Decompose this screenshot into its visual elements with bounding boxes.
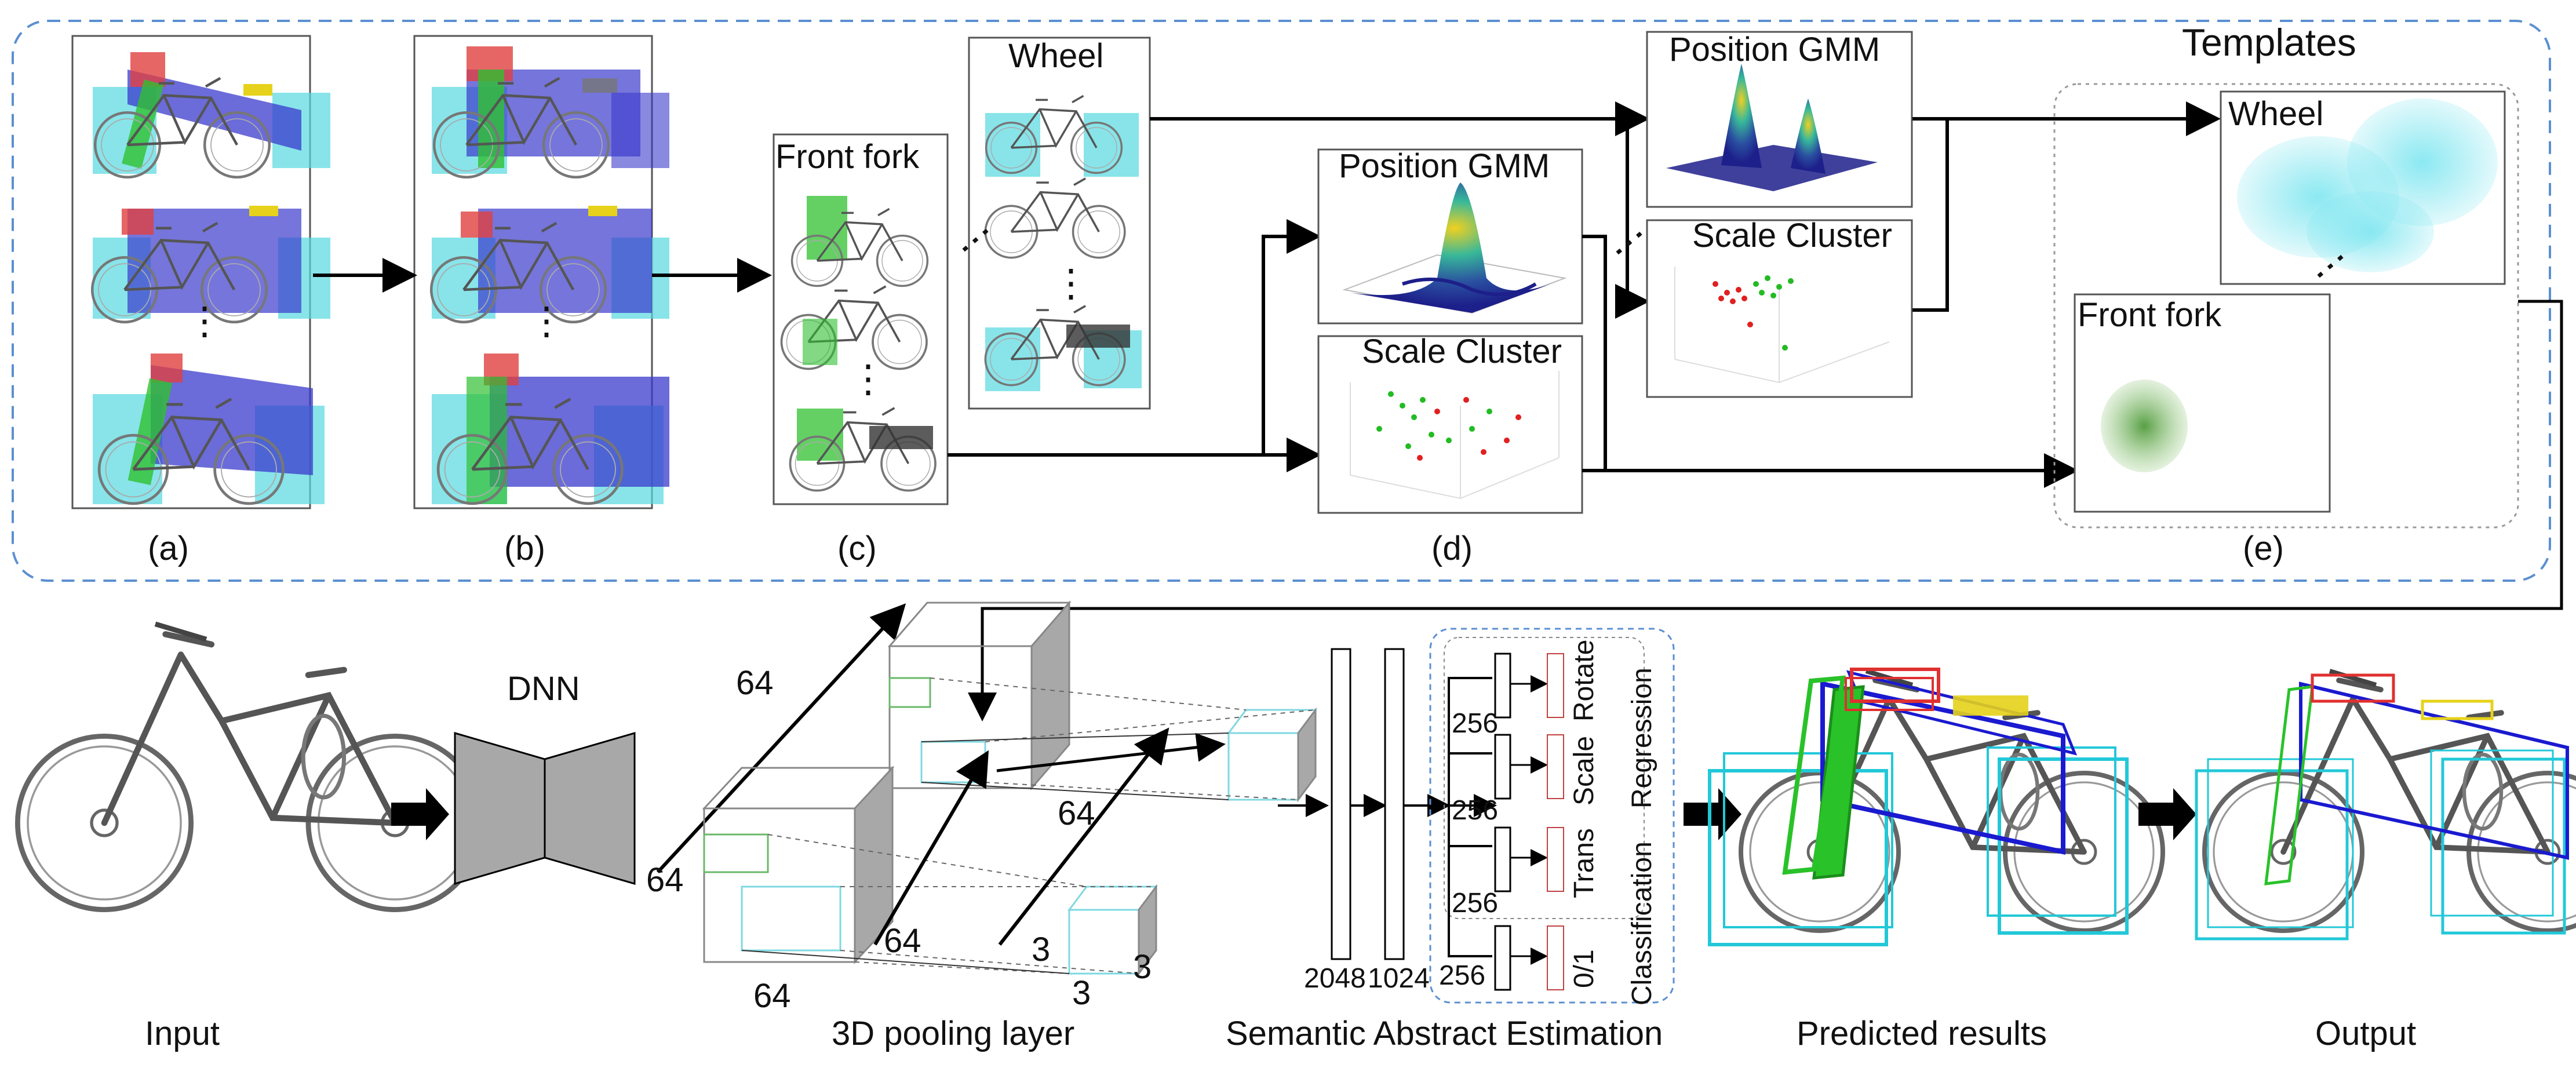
scale-dots-upper	[1713, 275, 1794, 351]
label-position-gmm-upper: Position GMM	[1669, 31, 1881, 68]
fc-size-1024: 1024	[1368, 963, 1430, 994]
panel-d-scale-cluster	[1317, 335, 1583, 514]
ellipsis-b: ⋮	[527, 299, 566, 342]
branch-256-b: 256	[1452, 795, 1499, 826]
ellipsis-a: ⋮	[185, 299, 224, 342]
arrow-dnn-to-pool	[656, 603, 906, 874]
group-regression: Regression	[1627, 668, 1657, 808]
dim-64-e: 64	[753, 977, 791, 1015]
caption-a: (a)	[148, 530, 189, 567]
label-front-fork-c: Front fork	[775, 138, 920, 176]
arrow-d-wheel-to-template	[1912, 117, 1949, 312]
panel-d-wheel-position-gmm	[1646, 31, 1913, 208]
label-scale-cluster-upper: Scale Cluster	[1692, 217, 1892, 254]
label-dnn: DNN	[507, 670, 580, 708]
label-position-gmm-lower: Position GMM	[1339, 147, 1550, 185]
branch-256-a: 256	[1452, 708, 1499, 739]
dim-64-a: 64	[736, 664, 774, 702]
dim-64-c: 64	[1058, 795, 1095, 832]
label-3d-pooling: 3D pooling layer	[832, 1015, 1075, 1052]
scale-dots-lower	[1376, 391, 1521, 461]
template-wheel-label: Wheel	[2228, 95, 2324, 133]
label-scale-cluster-lower: Scale Cluster	[1362, 333, 1562, 370]
caption-c: (c)	[837, 530, 877, 567]
head-trans: Trans	[1569, 828, 1599, 898]
dim-64-b: 64	[646, 861, 684, 899]
panel-d-wheel-scale-cluster	[1646, 219, 1913, 398]
label-predicted-results: Predicted results	[1797, 1015, 2047, 1052]
head-scale: Scale	[1569, 735, 1599, 806]
pooling-volumes	[702, 600, 1317, 976]
head-binary: 0/1	[1569, 949, 1599, 988]
arrow-heads-to-predicted	[1684, 788, 1741, 840]
label-input: Input	[145, 1015, 220, 1052]
panel-d-position-gmm	[1317, 148, 1583, 325]
templates-panel	[2053, 83, 2519, 529]
branch-256-d: 256	[1439, 960, 1486, 991]
dim-64-d: 64	[884, 922, 921, 960]
dim-3-a: 3	[1032, 931, 1051, 968]
panel-a	[71, 35, 330, 509]
predicted-bicycle-image	[1708, 668, 2163, 946]
arrow-c-to-d-position	[948, 219, 1321, 457]
caption-e: (e)	[2243, 530, 2284, 567]
fc-layers	[1278, 648, 1451, 960]
group-classification: Classification	[1627, 841, 1657, 1005]
arrow-predicted-to-output	[2138, 788, 2196, 840]
branch-256-c: 256	[1452, 888, 1499, 919]
ellipsis-c-fork: ⋮	[849, 357, 887, 400]
caption-b: (b)	[504, 530, 545, 567]
arrow-input-to-dnn	[391, 788, 449, 840]
dim-3-b: 3	[1072, 974, 1091, 1012]
template-front-fork-label: Front fork	[2078, 296, 2222, 334]
dim-3-c: 3	[1133, 948, 1152, 986]
arrow-wheel-to-scale	[1150, 117, 1650, 319]
templates-title: Templates	[2182, 21, 2356, 64]
output-bicycle-image	[2195, 671, 2576, 941]
arrow-pool-to-trans	[873, 750, 989, 946]
label-semantic-abstract-estimation: Semantic Abstract Estimation	[1226, 1015, 1663, 1052]
panel-c-front-fork	[773, 133, 949, 505]
arrow-d-fork-to-template	[1582, 235, 2079, 488]
ellipsis-c-wheel: ⋮	[1052, 261, 1090, 304]
estimation-heads	[1429, 628, 1675, 1004]
label-wheel-c: Wheel	[1008, 37, 1104, 75]
label-output: Output	[2315, 1015, 2417, 1052]
arrow-templates-to-pooling	[968, 300, 2563, 721]
input-bicycle-image	[17, 624, 482, 910]
arrow-pool-inner	[998, 727, 1169, 946]
top-panel-frame	[12, 20, 2551, 582]
arrow-pool-upper	[996, 732, 1226, 772]
fc-size-2048: 2048	[1304, 963, 1366, 994]
dnn-block	[454, 732, 636, 885]
panel-b	[413, 35, 669, 509]
caption-d: (d)	[1431, 530, 1473, 567]
head-rotate: Rotate	[1569, 639, 1599, 721]
panel-c-wheel	[968, 37, 1151, 410]
